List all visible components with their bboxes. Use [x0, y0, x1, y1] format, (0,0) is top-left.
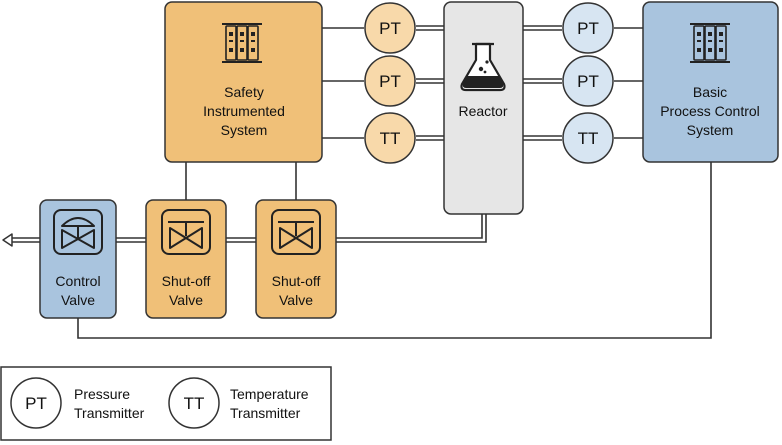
- safety-instrumented-system: Safety Instrumented System: [164, 1, 323, 163]
- control-valve: Control Valve: [39, 199, 117, 319]
- svg-text:Valve: Valve: [61, 292, 95, 308]
- svg-text:System: System: [687, 122, 734, 138]
- shutoff-valve-2: Shut-off Valve: [255, 199, 337, 319]
- legend-pt: PT Pressure Transmitter: [10, 377, 145, 429]
- legend: PT Pressure Transmitter TT Temperature T…: [0, 366, 332, 441]
- svg-text:System: System: [221, 122, 268, 138]
- svg-text:Transmitter: Transmitter: [74, 405, 145, 421]
- svg-text:PT: PT: [577, 72, 599, 91]
- bpcs-instrument-pt-2: PT: [562, 55, 614, 107]
- svg-text:Valve: Valve: [279, 292, 313, 308]
- bpcs-instrument-pt-1: PT: [562, 2, 614, 54]
- svg-text:Process Control: Process Control: [660, 103, 760, 119]
- svg-text:Temperature: Temperature: [230, 386, 309, 402]
- svg-text:Reactor: Reactor: [458, 103, 507, 119]
- connection-lines: [12, 25, 712, 339]
- svg-text:Pressure: Pressure: [74, 386, 130, 402]
- svg-text:PT: PT: [379, 19, 401, 38]
- flask-icon: [460, 42, 506, 92]
- sis-instrument-tt: TT: [364, 112, 416, 164]
- svg-text:Shut-off: Shut-off: [162, 273, 211, 289]
- legend-tt: TT Temperature Transmitter: [168, 377, 309, 429]
- svg-text:PT: PT: [379, 72, 401, 91]
- svg-text:TT: TT: [184, 394, 205, 413]
- outlet-arrow: [2, 233, 13, 247]
- svg-text:Shut-off: Shut-off: [272, 273, 321, 289]
- svg-text:Instrumented: Instrumented: [203, 103, 285, 119]
- svg-text:PT: PT: [25, 394, 47, 413]
- svg-text:Safety: Safety: [224, 84, 264, 100]
- control-valve-icon: [53, 209, 103, 255]
- reactor: Reactor: [443, 1, 524, 215]
- sis-instrument-pt-1: PT: [364, 2, 416, 54]
- svg-text:TT: TT: [380, 129, 401, 148]
- svg-text:TT: TT: [578, 129, 599, 148]
- bpcs-instrument-tt: TT: [562, 112, 614, 164]
- sis-instrument-pt-2: PT: [364, 55, 416, 107]
- svg-text:Transmitter: Transmitter: [230, 405, 301, 421]
- svg-text:Basic: Basic: [693, 84, 727, 100]
- svg-text:Valve: Valve: [169, 292, 203, 308]
- svg-text:PT: PT: [577, 19, 599, 38]
- svg-text:Control: Control: [55, 273, 100, 289]
- shutoff-valve-1: Shut-off Valve: [145, 199, 227, 319]
- basic-process-control-system: Basic Process Control System: [642, 1, 779, 163]
